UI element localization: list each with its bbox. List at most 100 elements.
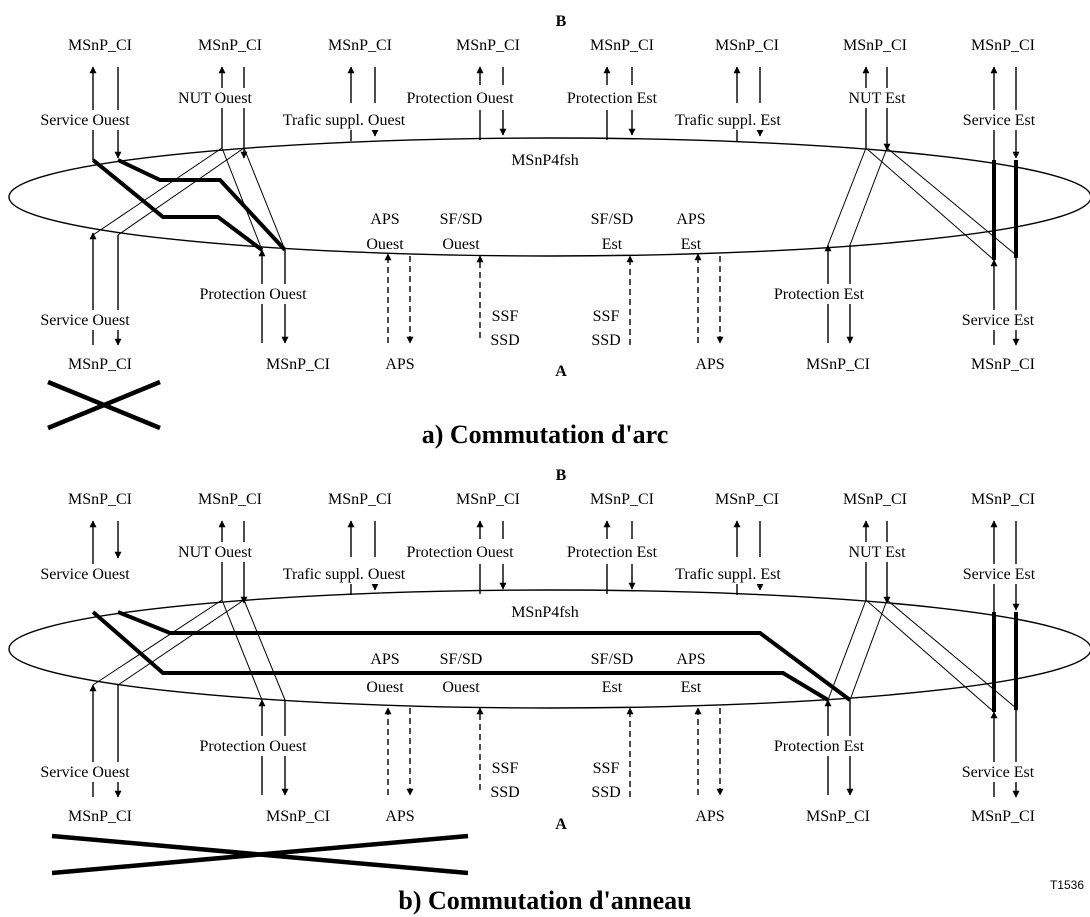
top-port-7: MSnP_CI bbox=[843, 37, 907, 54]
bottom-port-aps-east: APS bbox=[695, 356, 724, 373]
label-ssd-east: SSD bbox=[591, 784, 620, 801]
switched-path bbox=[91, 158, 264, 252]
panel-b: B MSnP_CI MSnP_CI MSnP_CI MSnP_CI MSnP_C… bbox=[8, 467, 1090, 915]
label-sfsd: SF/SD bbox=[440, 651, 483, 668]
label-sfsd-west: Ouest bbox=[442, 679, 480, 696]
label-ssd-west: SSD bbox=[490, 332, 519, 349]
label-protection-east-bottom: Protection Est bbox=[774, 738, 865, 755]
connection-line bbox=[92, 599, 223, 686]
label-ssf-west: SSF bbox=[492, 308, 519, 325]
label-aps-east: Est bbox=[681, 236, 702, 253]
label-service-east: Service Est bbox=[963, 566, 1036, 583]
label-protection-west: Protection Ouest bbox=[406, 90, 514, 107]
label-protection-east: Protection Est bbox=[567, 544, 658, 561]
figure-reference: T1536 bbox=[1050, 878, 1084, 892]
ring-label: MSnP4fsh bbox=[511, 604, 579, 621]
label-service-west-bottom: Service Ouest bbox=[40, 312, 130, 329]
label-nut-west: NUT Ouest bbox=[178, 544, 252, 561]
top-port-6: MSnP_CI bbox=[715, 37, 779, 54]
top-port-6: MSnP_CI bbox=[715, 491, 779, 508]
top-port-8: MSnP_CI bbox=[971, 491, 1035, 508]
bottom-port-2: MSnP_CI bbox=[266, 356, 330, 373]
label-ssd-east: SSD bbox=[591, 332, 620, 349]
bottom-port-1: MSnP_CI bbox=[68, 808, 132, 825]
caption-a: a) Commutation d'arc bbox=[422, 420, 669, 449]
bottom-port-2: MSnP_CI bbox=[266, 808, 330, 825]
label-service-west: Service Ouest bbox=[40, 112, 130, 129]
label-protection-west-bottom: Protection Ouest bbox=[199, 738, 307, 755]
switched-path bbox=[117, 158, 287, 252]
bottom-port-6: MSnP_CI bbox=[971, 356, 1035, 373]
label-service-west: Service Ouest bbox=[40, 566, 130, 583]
bottom-port-5: MSnP_CI bbox=[806, 356, 870, 373]
failure-cross-mark bbox=[47, 379, 161, 431]
label-protection-west: Protection Ouest bbox=[406, 544, 514, 561]
connection-line bbox=[243, 147, 286, 251]
label-aps: APS bbox=[370, 651, 399, 668]
connection-line bbox=[117, 599, 245, 686]
label-aps-west: Ouest bbox=[366, 679, 404, 696]
node-a-label: A bbox=[555, 816, 567, 833]
connection-line bbox=[865, 147, 995, 261]
top-port-8: MSnP_CI bbox=[971, 37, 1035, 54]
switched-path bbox=[91, 610, 830, 702]
label-sfsd-east: Est bbox=[602, 236, 623, 253]
label-ssf-east: SSF bbox=[593, 308, 620, 325]
label-protection-east: Protection Est bbox=[567, 90, 658, 107]
label-sfsd: SF/SD bbox=[440, 211, 483, 228]
label-aps-west: Ouest bbox=[366, 236, 404, 253]
ring-ellipse bbox=[8, 589, 1090, 709]
label-sfsd: SF/SD bbox=[591, 211, 634, 228]
connection-line bbox=[243, 599, 286, 701]
label-protection-west-bottom: Protection Ouest bbox=[199, 286, 307, 303]
label-extra-traffic-east: Trafic suppl. Est bbox=[675, 112, 781, 129]
node-a-label: A bbox=[555, 363, 567, 380]
connection-line bbox=[865, 599, 995, 713]
label-aps: APS bbox=[676, 211, 705, 228]
label-nut-east: NUT Est bbox=[848, 90, 906, 107]
label-service-east-bottom: Service Est bbox=[962, 312, 1035, 329]
label-service-east-bottom: Service Est bbox=[962, 764, 1035, 781]
connection-line bbox=[117, 147, 245, 236]
top-port-7: MSnP_CI bbox=[843, 491, 907, 508]
label-extra-traffic-east: Trafic suppl. Est bbox=[675, 566, 781, 583]
switched-path bbox=[117, 610, 852, 702]
label-aps-east: Est bbox=[681, 679, 702, 696]
label-extra-traffic-west: Trafic suppl. Ouest bbox=[283, 566, 406, 583]
node-b-label: B bbox=[556, 13, 567, 30]
top-port-4: MSnP_CI bbox=[456, 37, 520, 54]
connection-line bbox=[92, 147, 223, 236]
caption-b: b) Commutation d'anneau bbox=[398, 886, 691, 915]
bottom-port-aps-east: APS bbox=[695, 808, 724, 825]
label-sfsd-west: Ouest bbox=[442, 236, 480, 253]
connection-line bbox=[827, 147, 867, 246]
bottom-port-1: MSnP_CI bbox=[68, 356, 132, 373]
label-ssd-west: SSD bbox=[490, 784, 519, 801]
label-ssf-west: SSF bbox=[492, 760, 519, 777]
label-aps: APS bbox=[370, 211, 399, 228]
bottom-port-aps-west: APS bbox=[385, 356, 414, 373]
node-b-label: B bbox=[556, 467, 567, 484]
top-port-1: MSnP_CI bbox=[68, 37, 132, 54]
connection-line bbox=[221, 599, 263, 701]
top-port-4: MSnP_CI bbox=[456, 491, 520, 508]
label-service-east: Service Est bbox=[963, 112, 1036, 129]
top-port-3: MSnP_CI bbox=[328, 37, 392, 54]
label-sfsd: SF/SD bbox=[591, 651, 634, 668]
connection-line bbox=[849, 147, 888, 246]
top-port-2: MSnP_CI bbox=[198, 491, 262, 508]
panel-a: B MSnP_CI MSnP_CI MSnP_CI MSnP_CI MSnP_C… bbox=[8, 13, 1090, 449]
bottom-port-5: MSnP_CI bbox=[806, 808, 870, 825]
label-extra-traffic-west: Trafic suppl. Ouest bbox=[283, 112, 406, 129]
label-nut-west: NUT Ouest bbox=[178, 90, 252, 107]
connection-line bbox=[221, 147, 263, 251]
connection-line bbox=[849, 599, 888, 701]
top-port-2: MSnP_CI bbox=[198, 37, 262, 54]
label-sfsd-east: Est bbox=[602, 679, 623, 696]
connection-line bbox=[827, 599, 867, 701]
label-aps: APS bbox=[676, 651, 705, 668]
label-ssf-east: SSF bbox=[593, 760, 620, 777]
ring-label: MSnP4fsh bbox=[511, 152, 579, 169]
label-service-west-bottom: Service Ouest bbox=[40, 764, 130, 781]
